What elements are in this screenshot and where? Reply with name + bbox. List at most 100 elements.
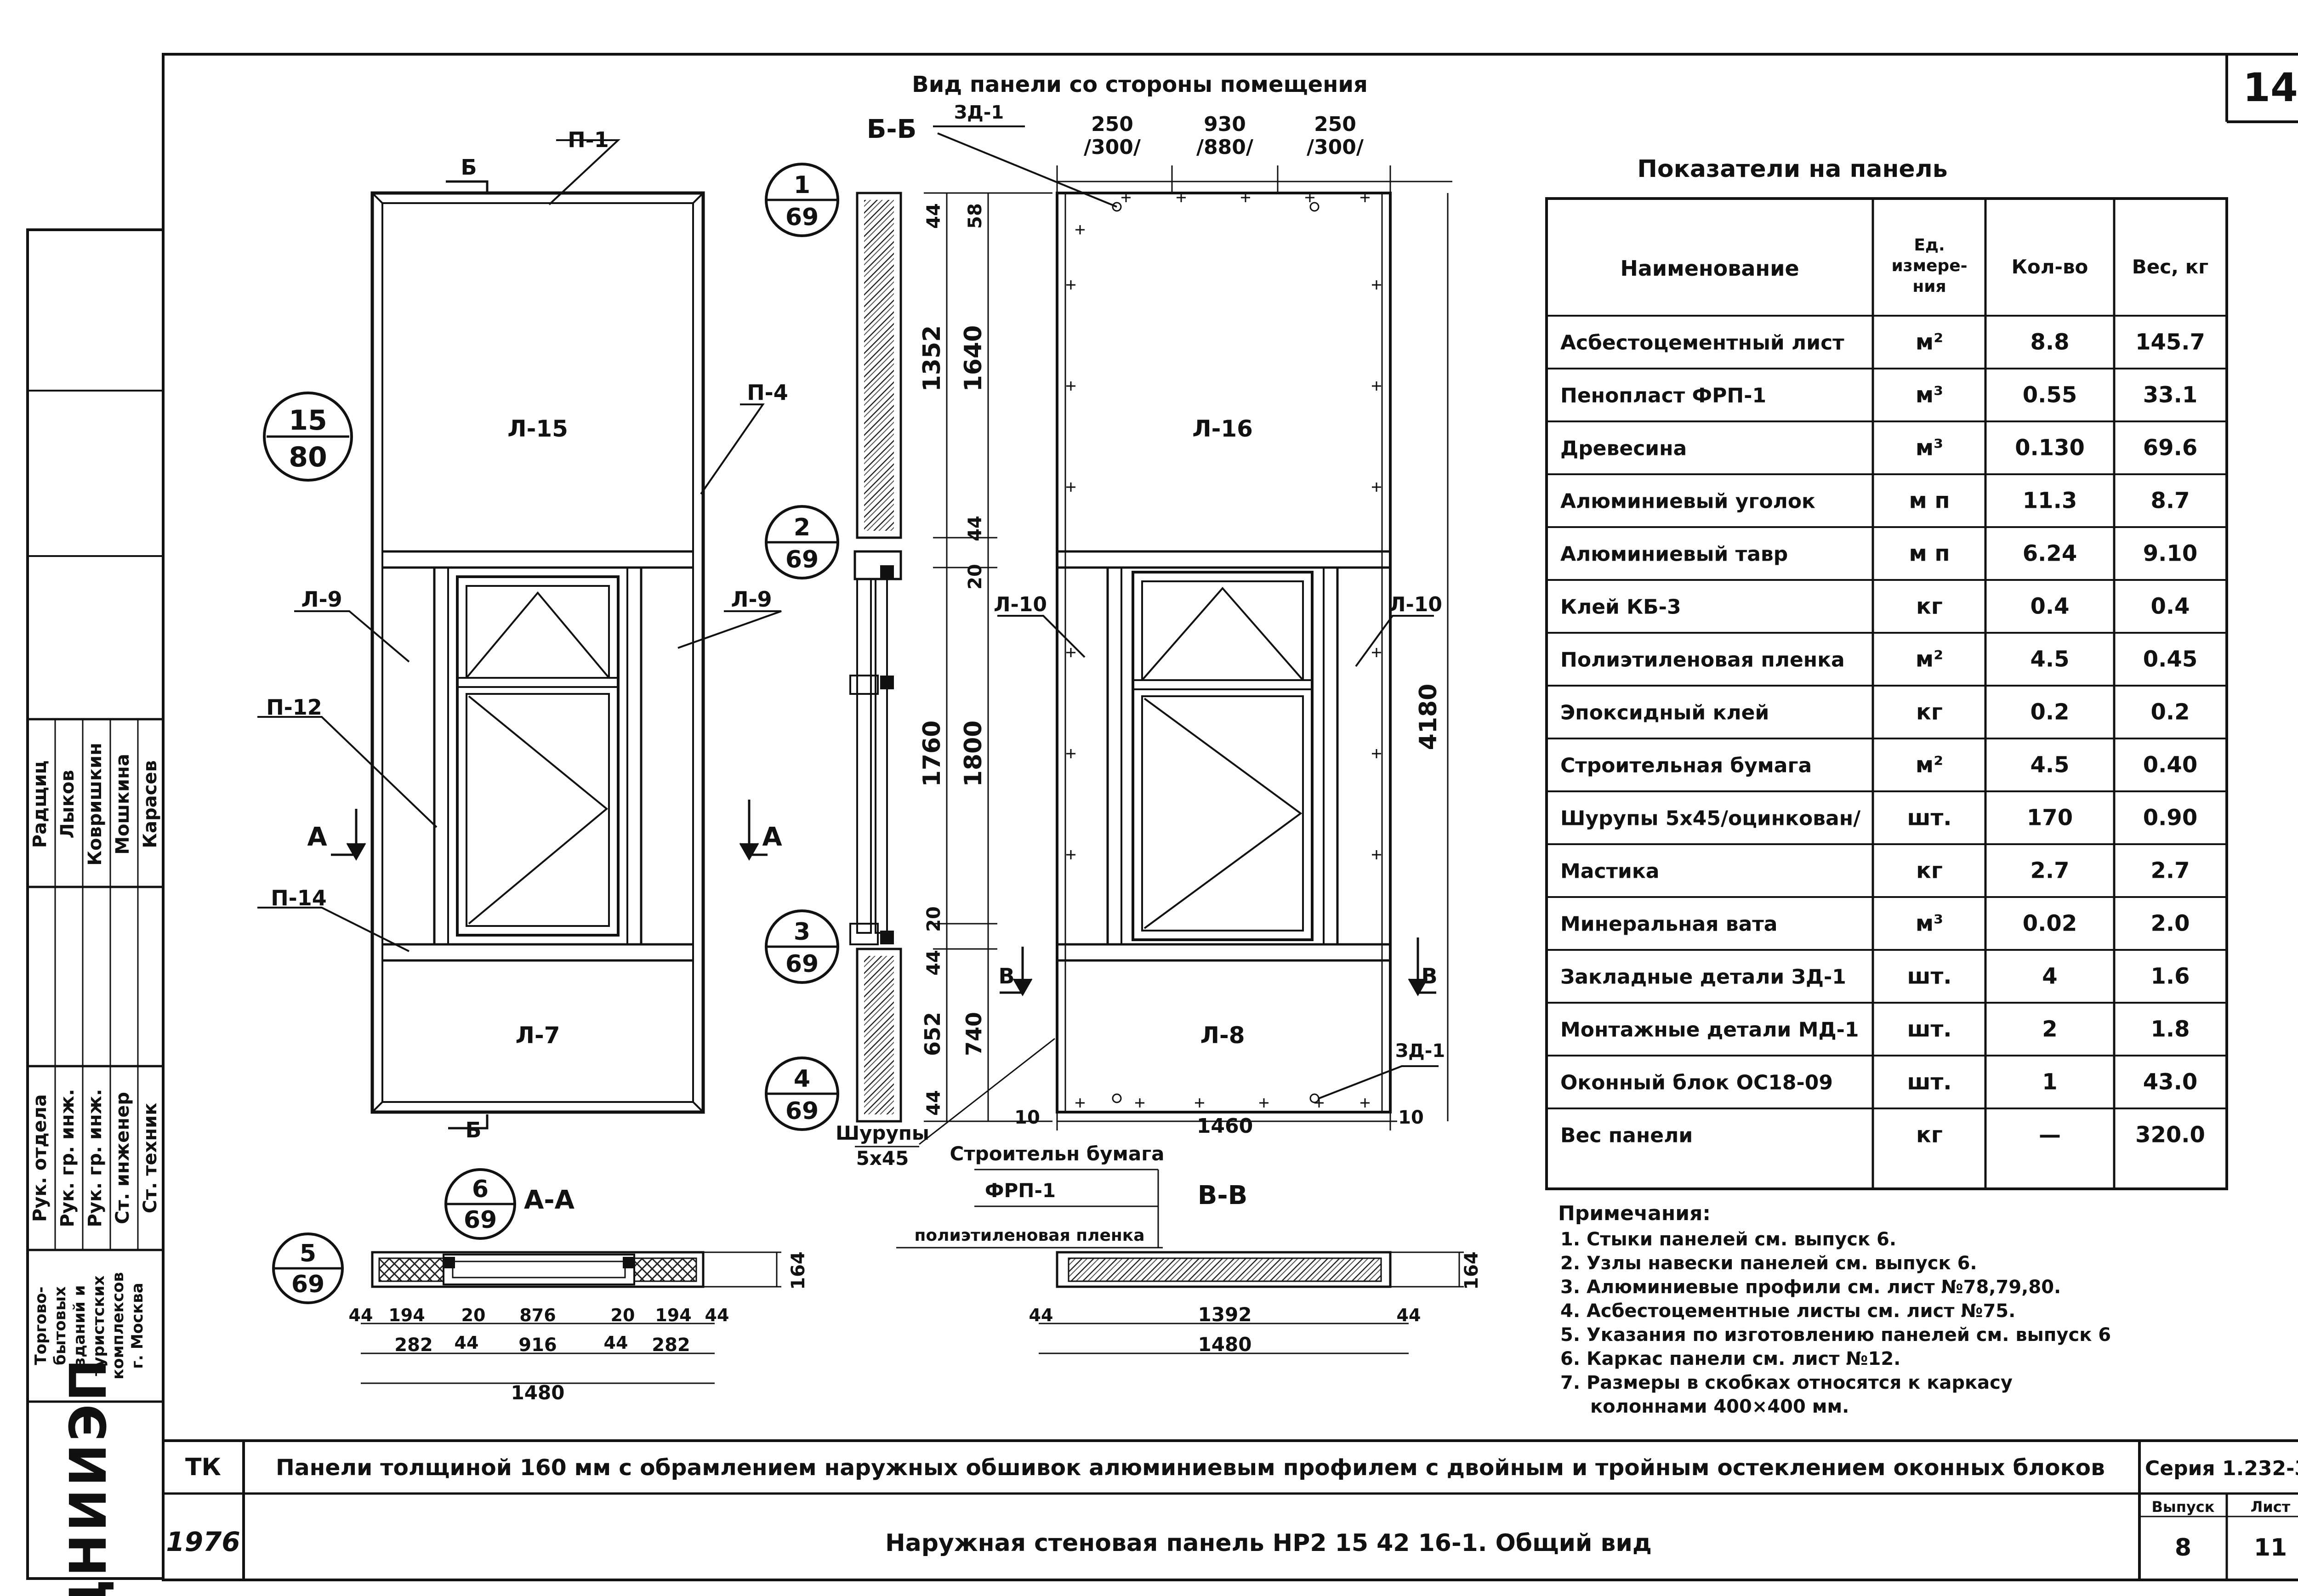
svg-text:5: 5 [300, 1240, 316, 1267]
note-line: 3. Алюминиевые профили см. лист №78,79,8… [1560, 1277, 2061, 1298]
title-block: ТК 1976 Панели толщиной 160 мм с обрамле… [163, 1439, 2298, 1580]
section-strip [849, 192, 902, 1123]
svg-text:5х45: 5х45 [856, 1147, 909, 1170]
svg-text:измере-: измере- [1891, 256, 1967, 275]
table-cell: 11.3 [2023, 488, 2077, 514]
svg-text:/300/: /300/ [1084, 136, 1141, 159]
stamp-org-line: Торгово- [32, 1287, 50, 1365]
table-cell: кг [1916, 858, 1943, 884]
table-cell: 0.45 [2143, 647, 2197, 672]
svg-text:916: 916 [518, 1335, 557, 1356]
table-cell-name: Алюминиевый уголок [1560, 490, 1815, 513]
svg-text:/300/: /300/ [1307, 136, 1364, 159]
svg-text:Лист: Лист [2251, 1498, 2291, 1516]
svg-text:69: 69 [785, 546, 819, 574]
table-cell-name: Эпоксидный клей [1560, 701, 1769, 725]
table-cell: 2 [2042, 1017, 2057, 1042]
note-line: 1. Стыки панелей см. выпуск 6. [1560, 1229, 1896, 1250]
svg-text:Б: Б [461, 155, 477, 180]
svg-text:10: 10 [1398, 1107, 1424, 1128]
svg-text:4180: 4180 [1415, 684, 1442, 750]
table-cell: 0.55 [2023, 382, 2077, 408]
svg-text:69: 69 [785, 1097, 819, 1125]
callout-2-69: 2 69 [765, 505, 839, 579]
svg-text:1480: 1480 [1198, 1333, 1252, 1356]
table-cell: 0.4 [2030, 594, 2069, 619]
svg-text:20: 20 [965, 564, 986, 590]
svg-text:58: 58 [965, 203, 986, 229]
table-cell: м³ [1916, 435, 1943, 461]
table-cell: — [2039, 1122, 2061, 1148]
svg-text:69: 69 [785, 950, 819, 978]
svg-text:8: 8 [2175, 1534, 2191, 1562]
sheet-number-box: 14 [2225, 54, 2298, 123]
svg-text:Серия 1.232-3: Серия 1.232-3 [2145, 1457, 2298, 1480]
table-cell: м² [1916, 329, 1943, 355]
svg-text:652: 652 [920, 1012, 945, 1056]
table-cell: 0.2 [2150, 699, 2190, 725]
svg-text:П-12: П-12 [266, 695, 322, 720]
svg-text:194: 194 [388, 1305, 425, 1325]
svg-text:Шурупы: Шурупы [836, 1122, 929, 1144]
table-cell: 9.10 [2143, 541, 2197, 567]
svg-text:250: 250 [1091, 113, 1133, 136]
svg-text:ЗД-1: ЗД-1 [954, 102, 1004, 123]
svg-text:Л-8: Л-8 [1200, 1022, 1245, 1049]
svg-text:3: 3 [794, 918, 810, 946]
table-cell: 6.24 [2023, 541, 2077, 567]
svg-text:Строительн бумага: Строительн бумага [950, 1142, 1165, 1165]
svg-text:П-4: П-4 [747, 380, 788, 405]
svg-text:1352: 1352 [918, 325, 946, 392]
svg-text:282: 282 [394, 1335, 433, 1356]
svg-text:44: 44 [923, 203, 944, 229]
svg-text:2: 2 [794, 514, 810, 541]
svg-text:20: 20 [923, 906, 944, 932]
svg-text:Ед.: Ед. [1914, 236, 1945, 255]
stamp-name: Карасев [140, 760, 161, 848]
svg-text:Л-10: Л-10 [994, 593, 1047, 616]
svg-text:Кол-во: Кол-во [2012, 256, 2088, 278]
svg-text:20: 20 [461, 1305, 486, 1325]
table-cell: 320.0 [2135, 1122, 2205, 1148]
svg-text:1760: 1760 [918, 721, 946, 787]
table-cell: шт. [1907, 1069, 1951, 1095]
svg-text:44: 44 [455, 1333, 479, 1353]
stamp-role: Рук. гр. инж. [85, 1089, 106, 1227]
section-aa: А-А 6 69 5 69 164 44 194 20 876 20 194 4… [272, 1168, 809, 1404]
table-cell: 1.8 [2150, 1017, 2190, 1042]
svg-text:Л-15: Л-15 [507, 415, 568, 442]
notes-block: Примечания: 1. Стыки панелей см. выпуск … [1558, 1202, 2111, 1417]
table-cell: 0.4 [2150, 594, 2190, 619]
table-cell: кг [1916, 594, 1943, 619]
svg-text:Б: Б [465, 1118, 481, 1142]
table-cell-name: Закладные детали ЗД-1 [1560, 966, 1846, 989]
stamp-org-line: г. Москва [128, 1283, 147, 1369]
indicators-table: Показатели на панель Наименование Ед. из… [1545, 155, 2228, 1190]
table-cell: 145.7 [2135, 329, 2205, 355]
table-cell: м п [1909, 541, 1950, 567]
table-cell: шт. [1907, 1017, 1951, 1042]
stamp-org-line: бытовых [51, 1286, 69, 1365]
stamp-name: Мошкина [112, 754, 133, 855]
svg-text:ФРП-1: ФРП-1 [985, 1179, 1056, 1202]
note-line: 4. Асбестоцементные листы см. лист №75. [1560, 1301, 2015, 1322]
svg-text:Примечания:: Примечания: [1558, 1202, 1711, 1225]
table-cell: 2.0 [2150, 911, 2190, 937]
svg-text:876: 876 [519, 1305, 556, 1325]
svg-text:1480: 1480 [511, 1381, 565, 1404]
svg-text:Л-10: Л-10 [1389, 593, 1442, 616]
table-cell-name: Монтажные детали МД-1 [1560, 1018, 1859, 1042]
svg-text:полиэтиленовая пленка: полиэтиленовая пленка [915, 1226, 1145, 1245]
table-cell: 4 [2042, 964, 2057, 989]
svg-text:П-14: П-14 [271, 886, 327, 910]
callout-4-69: 4 69 [765, 1056, 839, 1131]
svg-text:44: 44 [705, 1305, 729, 1325]
table-cell-name: Шурупы 5х45/оцинкован/ [1560, 807, 1861, 830]
stamp-name: Радщиц [29, 761, 51, 848]
table-cell: кг [1916, 1122, 1943, 1148]
stamp-role: Рук. гр. инж. [57, 1089, 78, 1227]
table-cell-name: Оконный блок ОС18-09 [1560, 1071, 1833, 1095]
svg-text:Л-9: Л-9 [301, 587, 342, 612]
table-cell: 8.8 [2030, 329, 2069, 355]
